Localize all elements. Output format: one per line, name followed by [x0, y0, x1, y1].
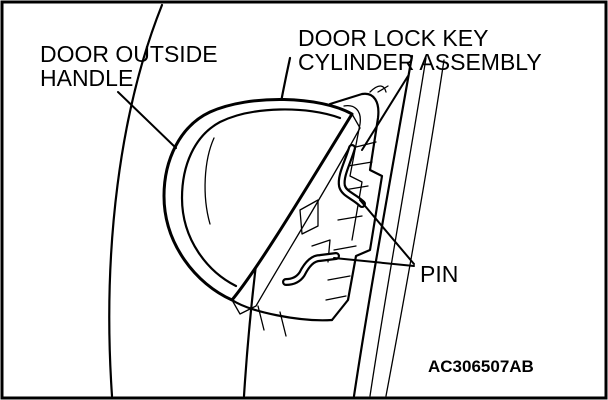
- label-key-cylinder-line1: DOOR LOCK KEY: [298, 25, 488, 51]
- door-outside-handle: [162, 97, 361, 315]
- label-outside-handle-line1: DOOR OUTSIDE: [40, 41, 218, 67]
- label-key-cylinder-line2: CYLINDER ASSEMBLY: [298, 49, 542, 75]
- leader-pin-lower: [333, 257, 415, 267]
- leader-key-cylinder: [361, 75, 409, 151]
- leader-outside-handle: [117, 91, 177, 149]
- figure-code: AC306507AB: [428, 357, 534, 376]
- label-outside-handle-line2: HANDLE: [40, 65, 133, 91]
- leader-pin-upper: [359, 199, 415, 265]
- pin-upper: [337, 144, 366, 208]
- label-pin: PIN: [420, 261, 458, 287]
- pin-lower: [282, 252, 340, 286]
